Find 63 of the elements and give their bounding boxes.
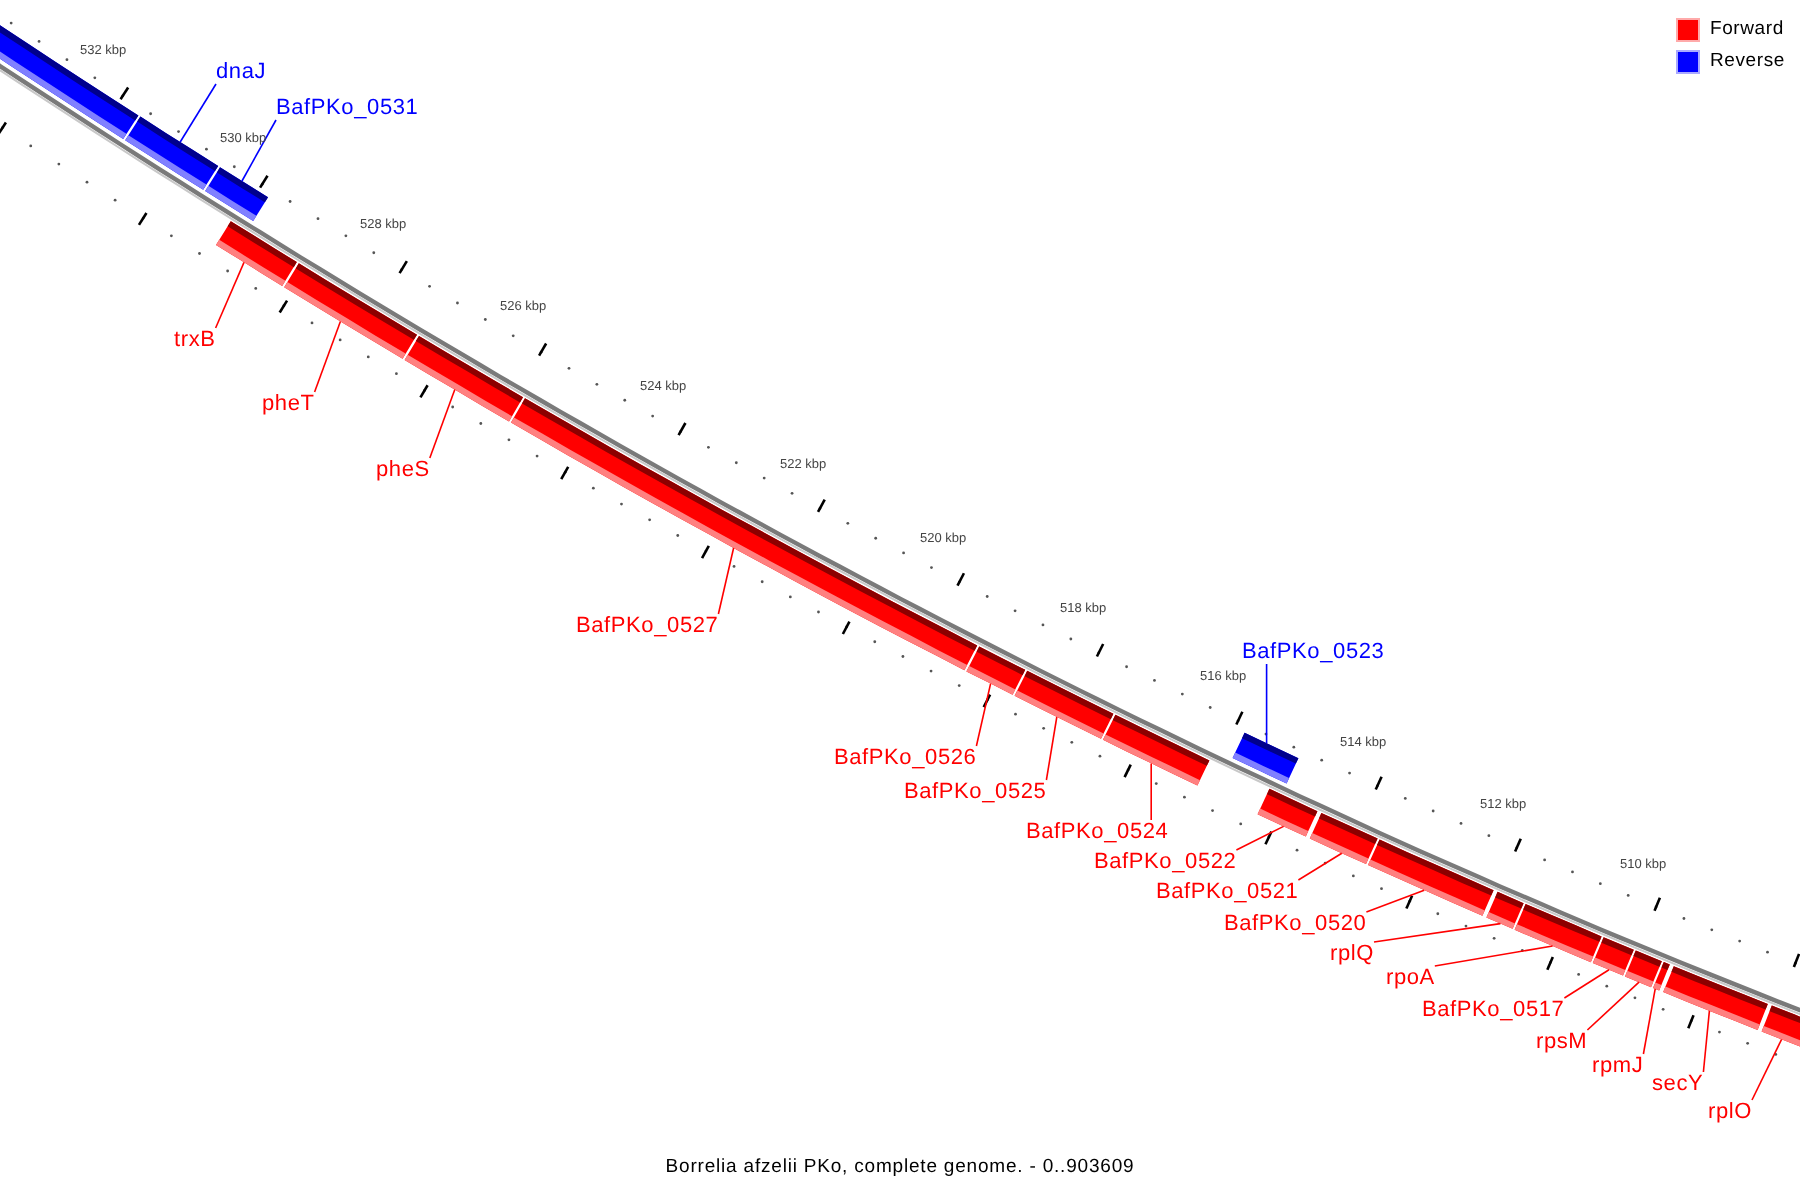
gene-label: trxB: [174, 328, 216, 352]
gene-block: [1014, 670, 1114, 739]
gene-block: [1761, 1005, 1800, 1050]
leader-line: [1297, 852, 1343, 881]
gene-label: BafPKo_0520: [1224, 912, 1367, 936]
gene-label: rpoA: [1386, 966, 1435, 990]
gene-block: [1514, 904, 1602, 963]
caption: Borrelia afzelii PKo, complete genome. - 0..903609: [665, 1156, 1135, 1178]
gene-label: BafPKo_0526: [834, 746, 977, 770]
leader-line: [429, 388, 456, 459]
leader-line: [1586, 981, 1640, 1031]
leader-line: [717, 547, 735, 615]
gene-block: [1486, 891, 1524, 929]
gene-label: BafPKo_0521: [1156, 880, 1299, 904]
gene-label: dnaJ: [216, 60, 267, 84]
leader-line: [1434, 945, 1554, 967]
gene-block: [404, 336, 523, 422]
gene-label: BafPKo_0525: [904, 780, 1047, 804]
leader-line: [1642, 988, 1656, 1055]
leader-line: [1563, 969, 1610, 999]
gene-block: [125, 116, 219, 190]
gene-block: [966, 646, 1026, 695]
gene-label: BafPKo_0531: [276, 96, 419, 120]
leader-line: [241, 119, 277, 182]
gene-block: [1368, 839, 1494, 916]
leader-line: [179, 83, 217, 143]
gene-block: [216, 221, 297, 286]
gene-label: pheS: [376, 458, 430, 482]
gene-block: [284, 263, 417, 359]
leader-line: [1751, 1038, 1783, 1101]
leader-line: [1150, 762, 1152, 821]
leader-line: [214, 261, 245, 329]
leader-line: [1265, 663, 1268, 744]
gene-label: pheT: [262, 392, 315, 416]
gene-label: rplO: [1708, 1100, 1752, 1124]
gene-label: BafPKo_0527: [576, 614, 719, 638]
gene-label: BafPKo_0523: [1242, 640, 1385, 664]
gene-label: secY: [1652, 1072, 1704, 1096]
gene-block: [511, 398, 978, 671]
gene-block: [1103, 714, 1210, 786]
gene-block: [1257, 788, 1318, 837]
leader-line: [1702, 1010, 1711, 1073]
gene-label: BafPKo_0524: [1026, 820, 1169, 844]
leader-line: [975, 682, 992, 747]
gene-label: BafPKo_0517: [1422, 998, 1565, 1022]
leader-line: [1045, 716, 1058, 781]
gene-block: [1592, 937, 1634, 976]
legend-label: Forward: [1710, 18, 1784, 40]
leader-line: [1373, 922, 1502, 943]
legend-label: Reverse: [1710, 50, 1785, 72]
leader-line: [313, 320, 342, 393]
gene-block: [1232, 732, 1299, 784]
gene-label: BafPKo_0522: [1094, 850, 1237, 874]
gene-label: rpsM: [1536, 1030, 1588, 1054]
leader-line: [1235, 825, 1285, 851]
gene-block: [1625, 950, 1662, 988]
gene-label: rpmJ: [1592, 1054, 1644, 1078]
gene-label: rplQ: [1330, 942, 1374, 966]
gene-block: [1309, 813, 1378, 864]
leader-line: [1365, 889, 1425, 913]
gene-block: [0, 24, 139, 139]
gene-block: [1663, 966, 1768, 1030]
gene-block: [205, 167, 268, 221]
